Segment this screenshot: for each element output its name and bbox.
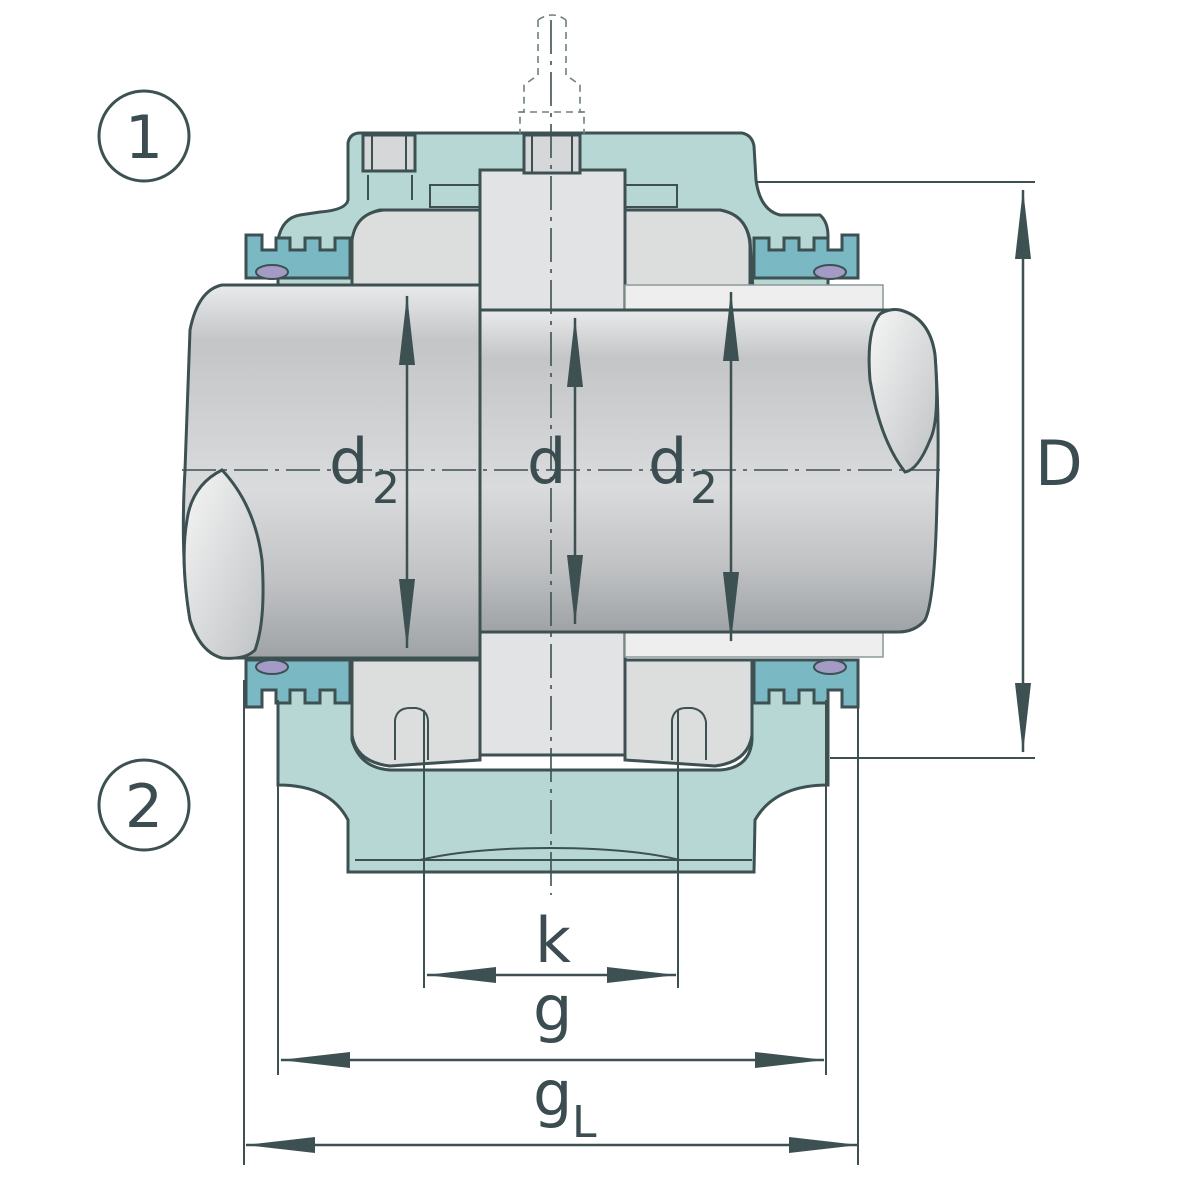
dim-arrows [245, 189, 1031, 1153]
label-d: d [527, 425, 566, 498]
label-d2-right-main: d [648, 425, 687, 498]
callout-2-text: 2 [125, 772, 163, 842]
seal-left-bottom [244, 658, 352, 709]
label-d2-left-main: d [329, 425, 368, 498]
shaft-right [478, 308, 940, 634]
label-D: D [1035, 427, 1083, 500]
seal-right-top [752, 233, 860, 280]
label-gL: g L [533, 1057, 597, 1148]
seal-left-top [244, 233, 352, 280]
label-gL-sub: L [572, 1097, 597, 1148]
callout-1: 1 [97, 89, 191, 183]
label-d2-right-sub: 2 [690, 463, 718, 514]
plug-screw [361, 133, 417, 200]
label-d2-left-sub: 2 [372, 463, 400, 514]
seal-right-bottom [752, 658, 860, 709]
label-k: k [535, 904, 571, 977]
callout-1-text: 1 [125, 103, 163, 173]
label-d2-left: d 2 [329, 425, 400, 514]
grease-nipple [522, 133, 582, 175]
bearing-seat [350, 208, 754, 768]
label-gL-main: g [533, 1057, 572, 1130]
label-d2-right: d 2 [648, 425, 718, 514]
callout-2: 2 [97, 758, 191, 852]
extension-lines [243, 181, 1035, 1165]
label-g: g [533, 972, 572, 1045]
lubricator-hidden-outline [518, 14, 586, 135]
